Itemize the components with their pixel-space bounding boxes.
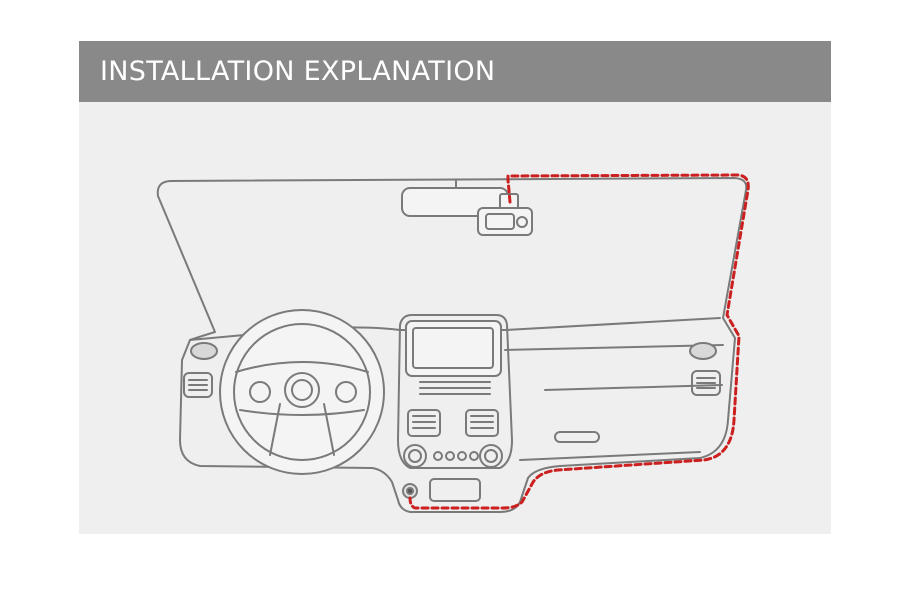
center-screen xyxy=(405,320,502,377)
left-speaker xyxy=(190,342,218,360)
dashboard-glovebox-line xyxy=(544,384,723,391)
center-left-air-vent xyxy=(407,409,441,437)
power-socket xyxy=(402,483,418,499)
right-speaker xyxy=(689,342,717,360)
climate-controls xyxy=(403,444,503,468)
storage-compartment xyxy=(429,478,481,502)
dashboard-bottom-line xyxy=(519,451,701,461)
windshield xyxy=(156,177,748,513)
left-air-vent xyxy=(183,372,213,398)
center-console xyxy=(397,314,513,469)
title-banner: INSTALLATION EXPLANATION xyxy=(79,41,831,102)
center-right-air-vent xyxy=(465,409,499,437)
right-air-vent xyxy=(691,370,721,396)
steering-wheel xyxy=(219,309,385,475)
dashboard-lower-line xyxy=(504,344,724,351)
installation-panel: INSTALLATION EXPLANATION xyxy=(79,41,831,534)
dash-camera xyxy=(477,193,533,236)
banner-title: INSTALLATION EXPLANATION xyxy=(100,56,496,87)
radio-panel xyxy=(419,381,491,395)
cable-route xyxy=(408,173,750,510)
glovebox-handle xyxy=(554,431,600,443)
